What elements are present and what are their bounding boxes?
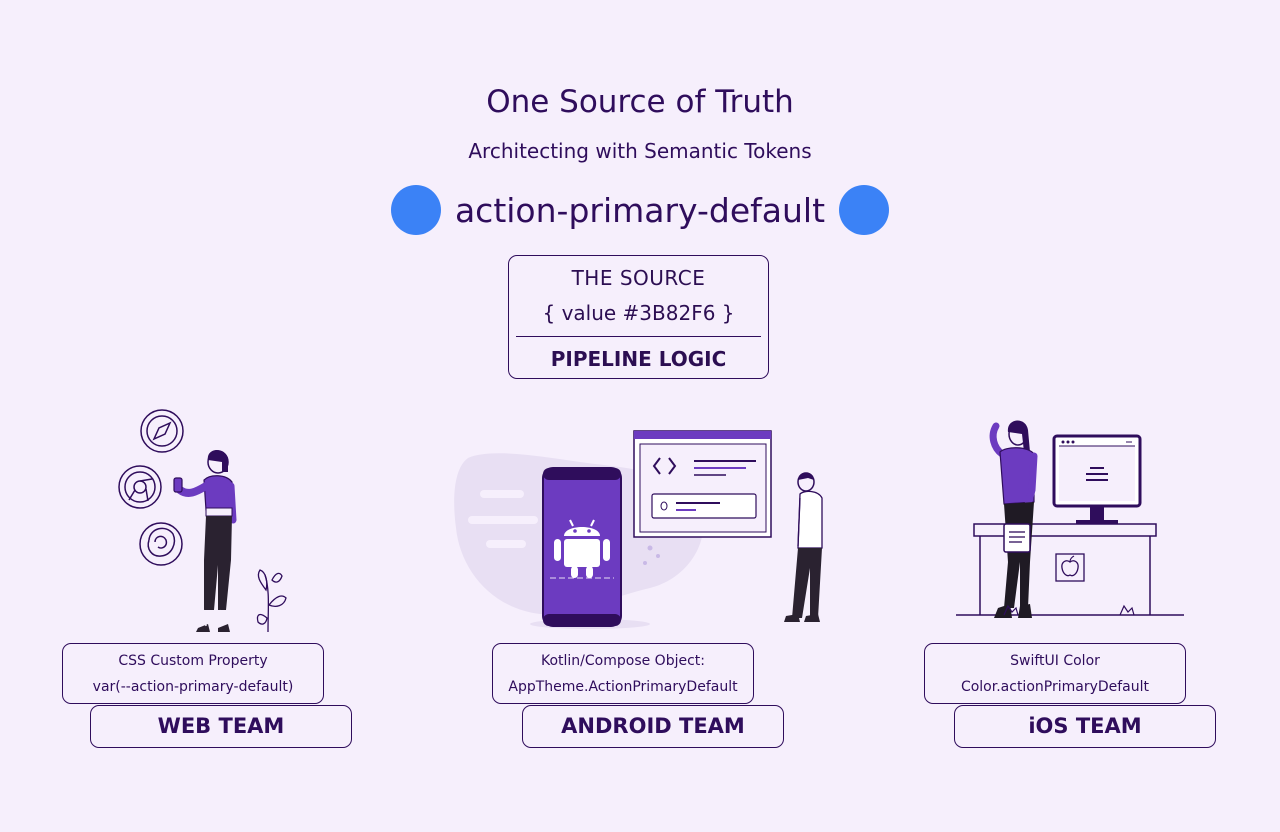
chrome-icon (118, 465, 162, 509)
android-developer-figure (784, 472, 823, 622)
web-developer-figure (173, 449, 237, 632)
monitor (1052, 434, 1142, 524)
page-title: One Source of Truth (486, 84, 794, 120)
web-team-label: WEB TEAM (90, 705, 352, 748)
token-swatch-right (839, 185, 890, 235)
token-row: action-primary-default (0, 184, 1280, 236)
token-name: action-primary-default (454, 190, 826, 230)
pipeline-logic-label: PIPELINE LOGIC (550, 347, 727, 371)
android-team-label: ANDROID TEAM (522, 705, 784, 748)
android-icon (554, 519, 610, 578)
source-label: THE SOURCE (571, 266, 706, 290)
source-box: THE SOURCE { value #3B82F6 } PIPELINE LO… (508, 255, 769, 379)
android-platform-type: Kotlin/Compose Object: (540, 653, 705, 669)
android-platform-box: Kotlin/Compose Object: AppTheme.ActionPr… (492, 643, 754, 704)
source-divider (516, 336, 761, 337)
ios-token-output: Color.actionPrimaryDefault (960, 679, 1150, 695)
ios-developer-figure (989, 420, 1038, 618)
web-illustration (118, 409, 287, 633)
android-illustration (454, 430, 823, 629)
safari-icon (140, 409, 184, 453)
web-platform-type: CSS Custom Property (118, 653, 268, 669)
apple-icon (1055, 553, 1085, 582)
page-subtitle: Architecting with Semantic Tokens (468, 139, 812, 163)
token-swatch-left (390, 185, 441, 235)
firefox-icon (139, 522, 183, 566)
web-token-output: var(--action-primary-default) (92, 679, 294, 695)
web-platform-box: CSS Custom Property var(--action-primary… (62, 643, 324, 704)
android-token-output: AppTheme.ActionPrimaryDefault (508, 679, 738, 695)
ios-platform-box: SwiftUI Color Color.actionPrimaryDefault (924, 643, 1186, 704)
code-icon (652, 457, 677, 475)
code-window (633, 430, 772, 538)
plant-decoration (256, 569, 287, 633)
source-value: { value #3B82F6 } (542, 301, 735, 325)
ios-platform-type: SwiftUI Color (1010, 653, 1100, 669)
ios-illustration (956, 420, 1184, 618)
ios-team-label: iOS TEAM (954, 705, 1216, 748)
